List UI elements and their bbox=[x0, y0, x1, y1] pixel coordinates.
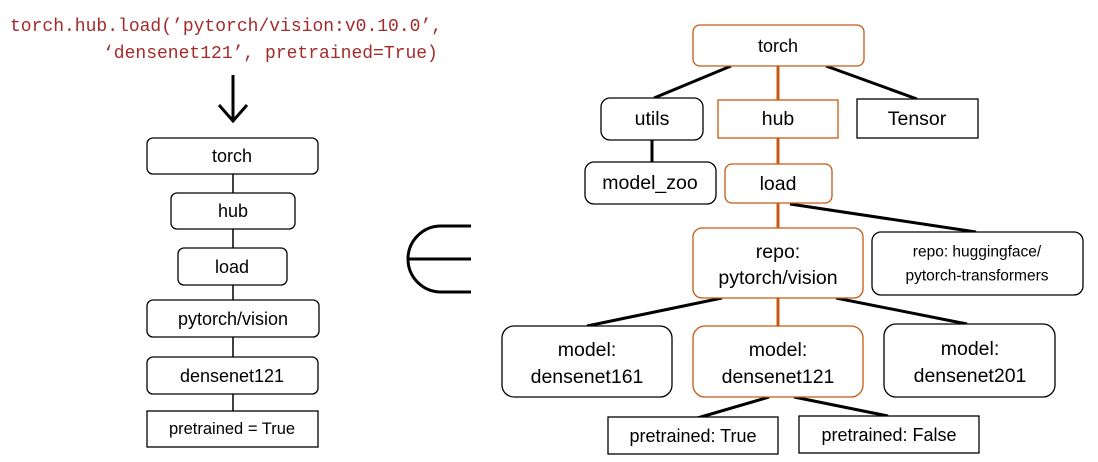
left-chain-pretrained: pretrained = True bbox=[146, 410, 319, 448]
tree-node-model-201: model: densenet201 bbox=[883, 323, 1056, 398]
tree-node-model-161: model: densenet161 bbox=[501, 325, 673, 398]
left-chain-repo-label: pytorch/vision bbox=[178, 309, 288, 329]
left-chain-model: densenet121 bbox=[146, 356, 319, 395]
tree-node-load[interactable]: load bbox=[724, 163, 833, 204]
left-chain-hub: hub bbox=[170, 192, 296, 230]
tree-node-torch: torch bbox=[692, 24, 865, 67]
element-of-symbol: ∈ bbox=[406, 224, 471, 294]
tree-node-hub-label: hub bbox=[762, 108, 795, 130]
left-chain-hub-label: hub bbox=[218, 201, 248, 221]
tree-node-model-zoo: model_zoo bbox=[584, 161, 717, 205]
tree-node-pretrained-true[interactable]: pretrained: True bbox=[607, 416, 779, 455]
tree-node-torch-label: torch bbox=[758, 36, 798, 56]
tree-edges bbox=[586, 64, 977, 421]
left-chain-repo: pytorch/vision bbox=[146, 299, 320, 338]
left-chain-torch: torch bbox=[146, 137, 319, 175]
left-chain-pretrained-label: pretrained = True bbox=[169, 420, 295, 438]
left-chain-load: load bbox=[177, 247, 288, 286]
tree-node-pretrained-false: pretrained: False bbox=[798, 415, 980, 454]
code-line-1: torch.hub.load(’pytorch/vision:v0.10.0’, bbox=[10, 17, 442, 37]
left-chain-torch-label: torch bbox=[212, 146, 252, 166]
tree-node-repo-hf: repo: huggingface/ pytorch-transformers bbox=[871, 231, 1084, 296]
tree-node-pretrained-false-label: pretrained: False bbox=[821, 425, 956, 445]
code-line-2: ‘densenet121’, pretrained=True) bbox=[103, 44, 438, 64]
tree-node-tensor: Tensor bbox=[856, 98, 979, 139]
tree-node-repo-vision[interactable]: repo: pytorch/vision bbox=[692, 227, 864, 299]
tree-node-model-121-line1: model: bbox=[749, 339, 808, 361]
tree-node-model-161-line1: model: bbox=[558, 339, 617, 361]
tree-node-repo-hf-line2: pytorch-transformers bbox=[906, 268, 1049, 285]
tree-node-load-label: load bbox=[760, 173, 797, 195]
left-chain-model-label: densenet121 bbox=[180, 366, 284, 386]
tree-node-pretrained-true-label: pretrained: True bbox=[629, 426, 756, 446]
tree-node-tensor-label: Tensor bbox=[888, 108, 947, 130]
tree-node-utils-label: utils bbox=[635, 108, 670, 130]
down-arrow-icon bbox=[217, 75, 249, 124]
tree-node-repo-vision-line2: pytorch/vision bbox=[718, 267, 837, 289]
tree-node-model-zoo-label: model_zoo bbox=[602, 172, 698, 194]
tree-node-model-161-line2: densenet161 bbox=[531, 366, 644, 388]
left-chain-load-label: load bbox=[215, 257, 249, 277]
tree-node-model-201-line2: densenet201 bbox=[914, 365, 1027, 387]
tree-node-repo-vision-line1: repo: bbox=[756, 241, 800, 263]
tree-node-hub[interactable]: hub bbox=[717, 99, 839, 139]
tree-node-repo-hf-line1: repo: huggingface/ bbox=[913, 244, 1042, 261]
tree-node-model-121-line2: densenet121 bbox=[722, 366, 835, 388]
tree-node-model-121[interactable]: model: densenet121 bbox=[692, 325, 864, 398]
tree-node-model-201-line1: model: bbox=[941, 338, 1000, 360]
tree-node-utils: utils bbox=[600, 97, 704, 141]
